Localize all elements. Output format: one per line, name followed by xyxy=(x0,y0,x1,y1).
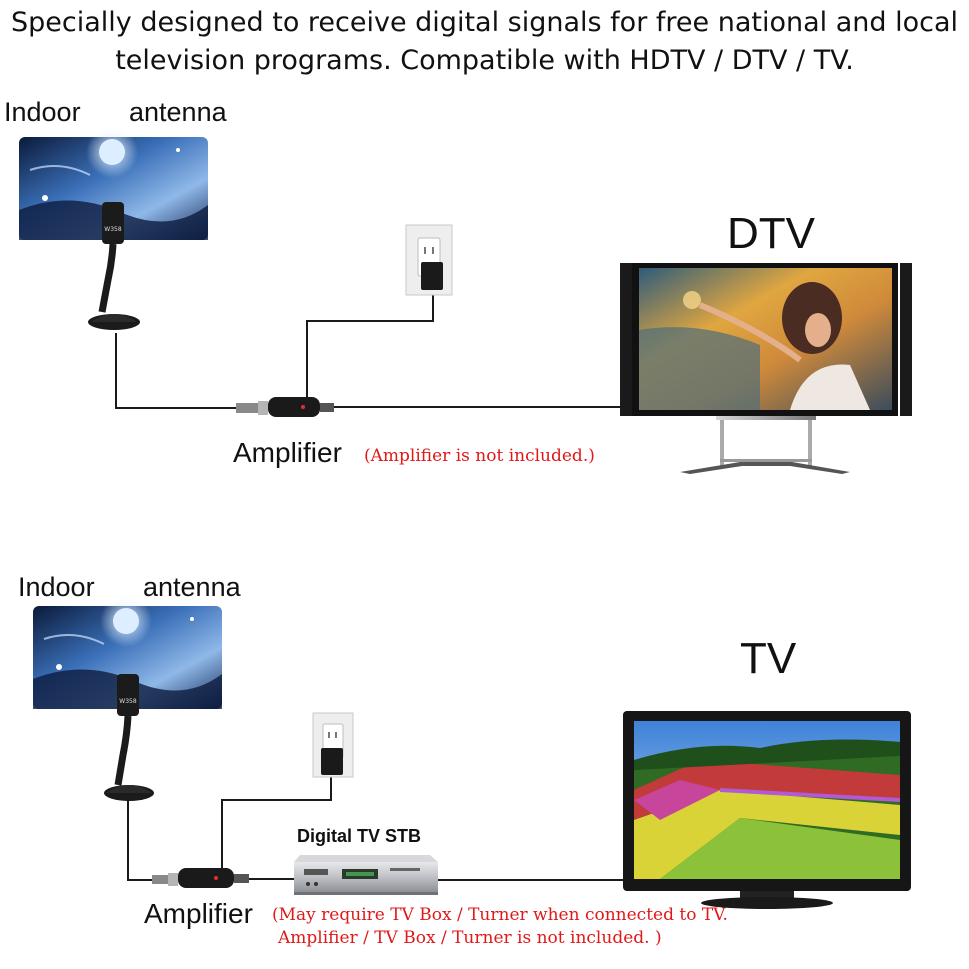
top-cables xyxy=(115,293,622,409)
bottom-antenna-label: antenna xyxy=(143,572,241,602)
tv-television xyxy=(623,711,911,909)
top-amplifier-device xyxy=(236,397,334,417)
top-indoor-label: Indoor xyxy=(4,97,81,127)
top-antenna-model: W358 xyxy=(104,226,122,233)
top-amplifier-note: (Amplifier is not included.) xyxy=(364,446,595,466)
bottom-indoor-label: Indoor xyxy=(18,572,95,602)
bottom-amplifier-note-line-2: Amplifier / TV Box / Turner is not inclu… xyxy=(278,928,662,948)
bottom-amplifier-device xyxy=(152,868,249,888)
headline-line-2: television programs. Compatible with HDT… xyxy=(115,45,854,76)
bottom-amplifier-label: Amplifier xyxy=(144,898,253,929)
dtv-label: DTV xyxy=(727,209,815,258)
dtv-television xyxy=(620,263,912,474)
bottom-antenna-model: W358 xyxy=(119,698,137,705)
bottom-antenna-stand: W358 xyxy=(104,674,154,801)
bottom-antenna-panel xyxy=(33,595,222,709)
digital-tv-stb-device xyxy=(294,855,438,895)
bottom-amplifier-note-line-1: (May require TV Box / Turner when connec… xyxy=(272,905,728,925)
top-amplifier-label: Amplifier xyxy=(233,437,342,468)
stb-label: Digital TV STB xyxy=(297,826,422,846)
bottom-wall-outlet xyxy=(312,712,354,778)
tv-label: TV xyxy=(740,634,797,683)
bottom-cables xyxy=(127,775,628,881)
top-wall-outlet xyxy=(405,224,453,296)
headline: Specially designed to receive digital si… xyxy=(0,4,969,80)
headline-line-1: Specially designed to receive digital si… xyxy=(10,7,959,38)
top-antenna-label: antenna xyxy=(129,97,227,127)
top-antenna-stand: W358 xyxy=(88,202,140,330)
